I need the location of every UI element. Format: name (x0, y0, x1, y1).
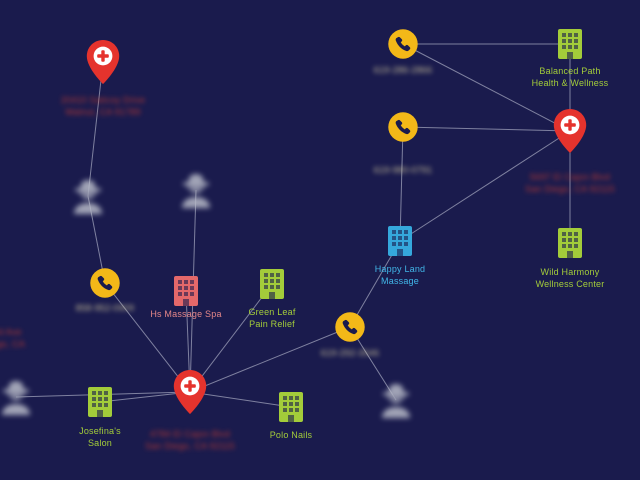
phone-icon (388, 112, 418, 142)
edge-happy-land-phone-980 (399, 126, 404, 242)
building-icon (279, 392, 303, 422)
node-label-balanced-path: Balanced Path Health & Wellness (531, 66, 609, 89)
node-label-hs-massage: Hs Massage Spa (150, 309, 222, 319)
spy-icon (382, 384, 410, 418)
edge-phone-858-pin-4784 (104, 282, 191, 393)
node-label-offscreen-address: 1240 3rd Ave San Diego, CA (0, 327, 26, 350)
node-label-pin-4784: 4784 El Cajon Blvd San Diego, CA 92115 (145, 429, 235, 452)
building-icon (558, 29, 582, 59)
location-pin-icon (86, 40, 120, 84)
node-label-phone-980: 619-980-0791 (373, 165, 433, 175)
phone-icon (388, 29, 418, 59)
edge-josefina-pin-4784 (99, 391, 191, 403)
edge-phone-286-pin-5697 (402, 43, 571, 132)
location-pin-icon (553, 109, 587, 153)
edge-phone-292-pin-4784 (189, 326, 351, 393)
location-pin-icon (173, 370, 207, 414)
node-label-josefina: Josefina's Salon (79, 426, 121, 449)
node-label-pin-5697: 5697 El Cajon Blvd San Diego, CA 92115 (525, 172, 615, 195)
building-icon (388, 226, 412, 256)
building-icon (88, 387, 112, 417)
edge-green-leaf-pin-4784 (189, 283, 273, 393)
node-label-wild-harmony: Wild Harmony Wellness Center (535, 267, 605, 290)
spy-icon (182, 174, 210, 208)
spy-icon (74, 180, 102, 214)
building-icon (174, 276, 198, 306)
node-label-polo-nails: Polo Nails (269, 430, 313, 440)
building-icon (558, 228, 582, 258)
building-icon (260, 269, 284, 299)
node-label-pin-walnut: 20410 Saticoy Drive Walnut, CA 91789 (60, 95, 146, 118)
edge-phone-980-pin-5697 (402, 126, 571, 132)
node-label-phone-292: 619-292-3546 (320, 348, 380, 358)
phone-icon (335, 312, 365, 342)
node-label-green-leaf: Green Leaf Pain Relief (248, 307, 296, 330)
edge-polo-nails-pin-4784 (189, 391, 292, 408)
phone-icon (90, 268, 120, 298)
spy-icon (2, 381, 30, 415)
edge-pin-walnut-spy-1 (87, 61, 104, 197)
node-label-happy-land: Happy Land Massage (374, 264, 426, 287)
node-label-phone-286: 619-286-2866 (373, 65, 433, 75)
edge-happy-land-pin-5697 (399, 130, 571, 242)
node-label-phone-858: 858-952-0909 (75, 303, 135, 313)
